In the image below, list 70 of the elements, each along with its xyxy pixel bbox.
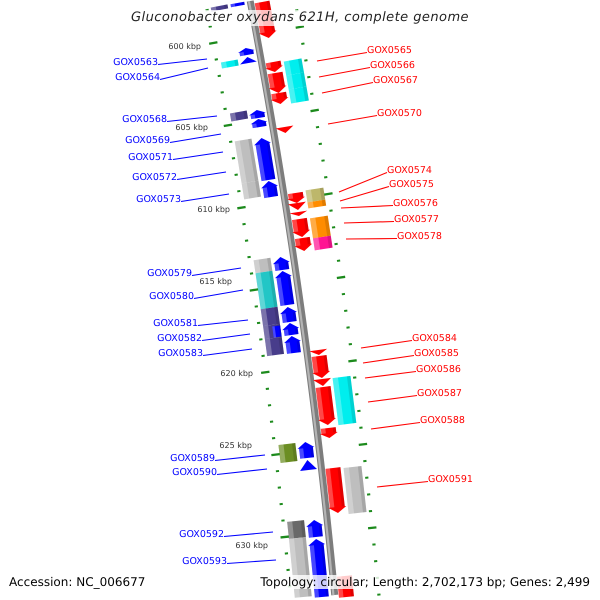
gene-label: GOX0591 (428, 474, 473, 486)
gene-label: GOX0574 (387, 165, 432, 177)
gene-label: GOX0584 (412, 333, 457, 345)
leader-line (344, 220, 394, 224)
leader-line (158, 58, 208, 66)
gene-label: GOX0580 (149, 291, 194, 303)
gene-label: GOX0577 (394, 214, 439, 226)
leader-line (224, 531, 274, 538)
leader-line (226, 559, 276, 564)
position-label: 605 kbp (175, 124, 208, 132)
leader-line (360, 340, 412, 349)
leader-line (202, 348, 252, 356)
gene-label: GOX0576 (393, 198, 438, 210)
leader-line (214, 454, 266, 462)
leader-line (176, 171, 226, 180)
leader-line (316, 52, 368, 62)
leader-line (194, 289, 244, 300)
gene-label: GOX0585 (414, 348, 459, 360)
gene-label: GOX0563 (113, 57, 158, 69)
gene-label: GOX0575 (389, 179, 434, 191)
leader-line (322, 82, 374, 94)
leader-line (370, 422, 420, 430)
gene-label: GOX0586 (416, 364, 461, 376)
gene-label: GOX0581 (153, 318, 198, 330)
leader-line (160, 67, 208, 80)
leader-line (376, 480, 428, 488)
position-label: 620 kbp (220, 370, 253, 378)
leader-line (368, 394, 418, 403)
position-label: 600 kbp (168, 42, 201, 52)
gene-label: GOX0565 (367, 45, 412, 57)
position-label: 630 kbp (235, 542, 268, 550)
gene-label: GOX0588 (420, 415, 465, 427)
leader-line (192, 267, 242, 276)
leader-line (170, 133, 222, 144)
gene-label: GOX0570 (377, 108, 422, 120)
gene-label: GOX0571 (128, 152, 173, 164)
gene-label: GOX0589 (170, 453, 215, 465)
gene-label: GOX0573 (136, 194, 181, 206)
gene-label: GOX0582 (157, 333, 202, 345)
leader-line (172, 151, 224, 160)
position-label: 610 kbp (197, 206, 230, 214)
leader-line (340, 204, 394, 209)
gene-label: GOX0567 (373, 75, 418, 87)
gene-label: GOX0587 (417, 388, 462, 400)
gene-label: GOX0592 (179, 529, 224, 541)
gene-label: GOX0579 (147, 268, 192, 280)
accession-note: Accession: NC_006677 (9, 574, 146, 590)
leader-line (198, 319, 248, 326)
leader-line (346, 238, 397, 240)
gene-label: GOX0568 (122, 114, 167, 126)
leader-line (364, 370, 416, 379)
leader-line (328, 114, 378, 125)
gene-label: GOX0583 (158, 348, 203, 360)
gene-label: GOX0593 (182, 556, 227, 568)
leader-line (362, 354, 414, 364)
leader-line (180, 193, 230, 202)
leader-line (166, 115, 218, 122)
gene-label: GOX0578 (397, 231, 442, 243)
gene-label: GOX0564 (115, 72, 160, 84)
position-label: 615 kbp (199, 278, 232, 286)
leader-line (216, 468, 268, 476)
gene-label: GOX0572 (132, 172, 177, 184)
leader-line (340, 186, 390, 202)
leader-line (202, 333, 250, 342)
leader-line (318, 66, 370, 78)
position-label: 625 kbp (219, 442, 252, 450)
gene-label: GOX0566 (370, 60, 415, 72)
leader-line (338, 172, 388, 192)
gene-label: GOX0569 (125, 135, 170, 147)
gene-label: GOX0590 (172, 467, 217, 479)
